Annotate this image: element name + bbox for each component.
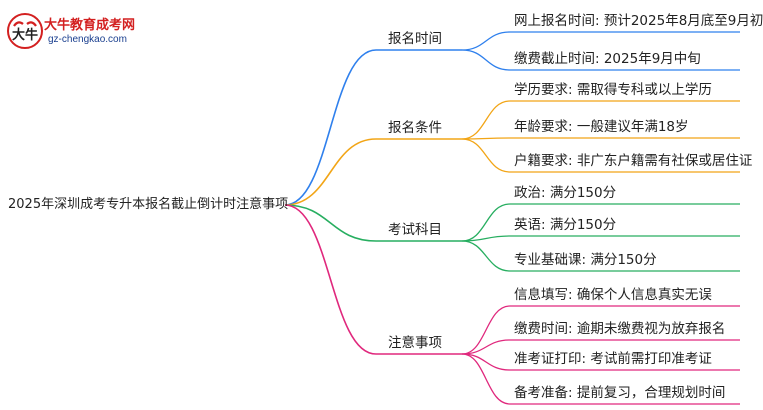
branch-label: 考试科目 bbox=[388, 222, 442, 238]
leaf-label: 网上报名时间: 预计2025年8月底至9月初 bbox=[514, 13, 763, 29]
leaf-label: 英语: 满分150分 bbox=[514, 217, 617, 233]
leaf-label: 户籍要求: 非广东户籍需有社保或居住证 bbox=[514, 153, 753, 169]
svg-text:大牛: 大牛 bbox=[12, 27, 38, 43]
leaf-connector bbox=[461, 203, 511, 242]
bull-logo-icon: 大牛 bbox=[7, 13, 43, 49]
leaf-label: 准考证打印: 考试前需打印准考证 bbox=[514, 351, 712, 367]
leaf-connector bbox=[461, 100, 511, 140]
leaf-label: 专业基础课: 满分150分 bbox=[514, 252, 657, 268]
leaf-label: 缴费时间: 逾期未缴费视为放弃报名 bbox=[514, 321, 726, 337]
branch-connector bbox=[284, 204, 377, 355]
branch-label: 注意事项 bbox=[388, 335, 442, 351]
logo-title: 大牛教育成考网 bbox=[44, 18, 136, 33]
leaf-connector bbox=[461, 240, 511, 272]
leaf-label: 信息填写: 确保个人信息真实无误 bbox=[514, 287, 712, 303]
branch-connector bbox=[284, 204, 377, 242]
logo-url: gz-chengkao.com bbox=[48, 34, 127, 45]
leaf-connector bbox=[461, 31, 511, 51]
root-topic: 2025年深圳成考专升本报名截止倒计时注意事项 bbox=[8, 197, 289, 212]
leaf-label: 年龄要求: 一般建议年满18岁 bbox=[514, 119, 689, 135]
leaf-connector bbox=[461, 138, 511, 173]
branch-connector bbox=[284, 49, 377, 206]
leaf-connector bbox=[461, 235, 511, 242]
leaf-connector bbox=[461, 353, 511, 405]
branch-label: 报名条件 bbox=[388, 120, 442, 136]
site-logo: 大牛 大牛教育成考网 gz-chengkao.com bbox=[4, 10, 164, 54]
branch-label: 报名时间 bbox=[388, 31, 442, 47]
branch-connector bbox=[284, 138, 377, 206]
leaf-label: 备考准备: 提前复习，合理规划时间 bbox=[514, 385, 726, 401]
leaf-label: 政治: 满分150分 bbox=[514, 185, 617, 201]
leaf-connector bbox=[461, 49, 511, 71]
leaf-label: 学历要求: 需取得专科或以上学历 bbox=[514, 82, 712, 98]
leaf-connector bbox=[461, 339, 511, 355]
leaf-label: 缴费截止时间: 2025年9月中旬 bbox=[514, 51, 701, 67]
leaf-connector bbox=[461, 305, 511, 355]
